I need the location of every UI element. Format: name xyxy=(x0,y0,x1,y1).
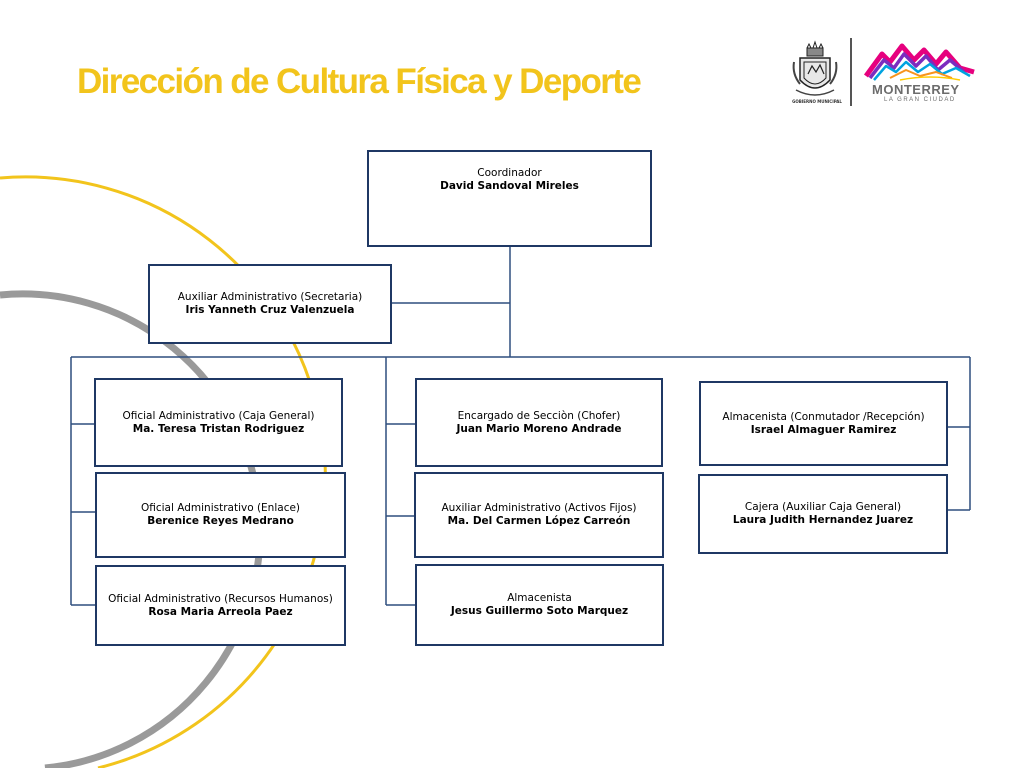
org-role: Almacenista xyxy=(507,592,572,604)
org-box: Auxiliar Administrativo (Activos Fijos) … xyxy=(414,472,664,558)
org-role: Cajera (Auxiliar Caja General) xyxy=(744,501,902,513)
org-box: Almacenista (Conmutador /Recepción) Isra… xyxy=(699,381,948,466)
org-person: David Sandoval Mireles xyxy=(440,179,579,192)
org-box: Oficial Administrativo (Recursos Humanos… xyxy=(95,565,346,646)
org-person: Berenice Reyes Medrano xyxy=(147,515,294,527)
city-tagline: LA GRAN CIUDAD xyxy=(884,97,956,103)
org-role: Encargado de Secciòn (Chofer) xyxy=(457,409,621,422)
org-role: Coordinador xyxy=(477,166,542,179)
org-box: Almacenista Jesus Guillermo Soto Marquez xyxy=(415,564,664,646)
org-person: Juan Mario Moreno Andrade xyxy=(456,422,622,435)
org-box: Cajera (Auxiliar Caja General) Laura Jud… xyxy=(698,474,948,554)
logo-divider xyxy=(850,38,852,106)
org-role: Almacenista (Conmutador /Recepción) xyxy=(722,410,925,423)
seal-caption: GOBIERNO MUNICIPAL xyxy=(792,99,842,104)
page-title: Dirección de Cultura Física y Deporte xyxy=(77,62,642,101)
org-box-coordinator: Coordinador David Sandoval Mireles xyxy=(367,150,652,247)
org-role: Auxiliar Administrativo (Secretaria) xyxy=(177,291,363,303)
org-role: Oficial Administrativo (Caja General) xyxy=(122,409,315,422)
org-box: Oficial Administrativo (Enlace) Berenice… xyxy=(95,472,346,558)
org-person: Rosa Maria Arreola Paez xyxy=(148,605,293,618)
org-role: Oficial Administrativo (Enlace) xyxy=(140,502,301,514)
monterrey-mountains-icon xyxy=(863,43,975,81)
org-person: Laura Judith Hernandez Juarez xyxy=(732,514,914,526)
municipal-seal-icon xyxy=(792,40,838,96)
org-person: Ma. Del Carmen López Carreón xyxy=(447,515,631,527)
org-box: Oficial Administrativo (Caja General) Ma… xyxy=(94,378,343,467)
org-box-assistant: Auxiliar Administrativo (Secretaria) Iri… xyxy=(148,264,392,344)
city-name: MONTERREY xyxy=(872,82,960,97)
org-person: Ma. Teresa Tristan Rodriguez xyxy=(132,422,305,435)
logo-area: GOBIERNO MUNICIPAL MONTERREY LA GRAN CIU… xyxy=(780,36,990,112)
org-role: Oficial Administrativo (Recursos Humanos… xyxy=(108,592,333,605)
org-role: Auxiliar Administrativo (Activos Fijos) xyxy=(441,502,637,514)
org-person: Iris Yanneth Cruz Valenzuela xyxy=(185,304,355,316)
org-box: Encargado de Secciòn (Chofer) Juan Mario… xyxy=(415,378,663,467)
org-person: Israel Almaguer Ramirez xyxy=(750,423,897,436)
org-person: Jesus Guillermo Soto Marquez xyxy=(450,605,629,617)
